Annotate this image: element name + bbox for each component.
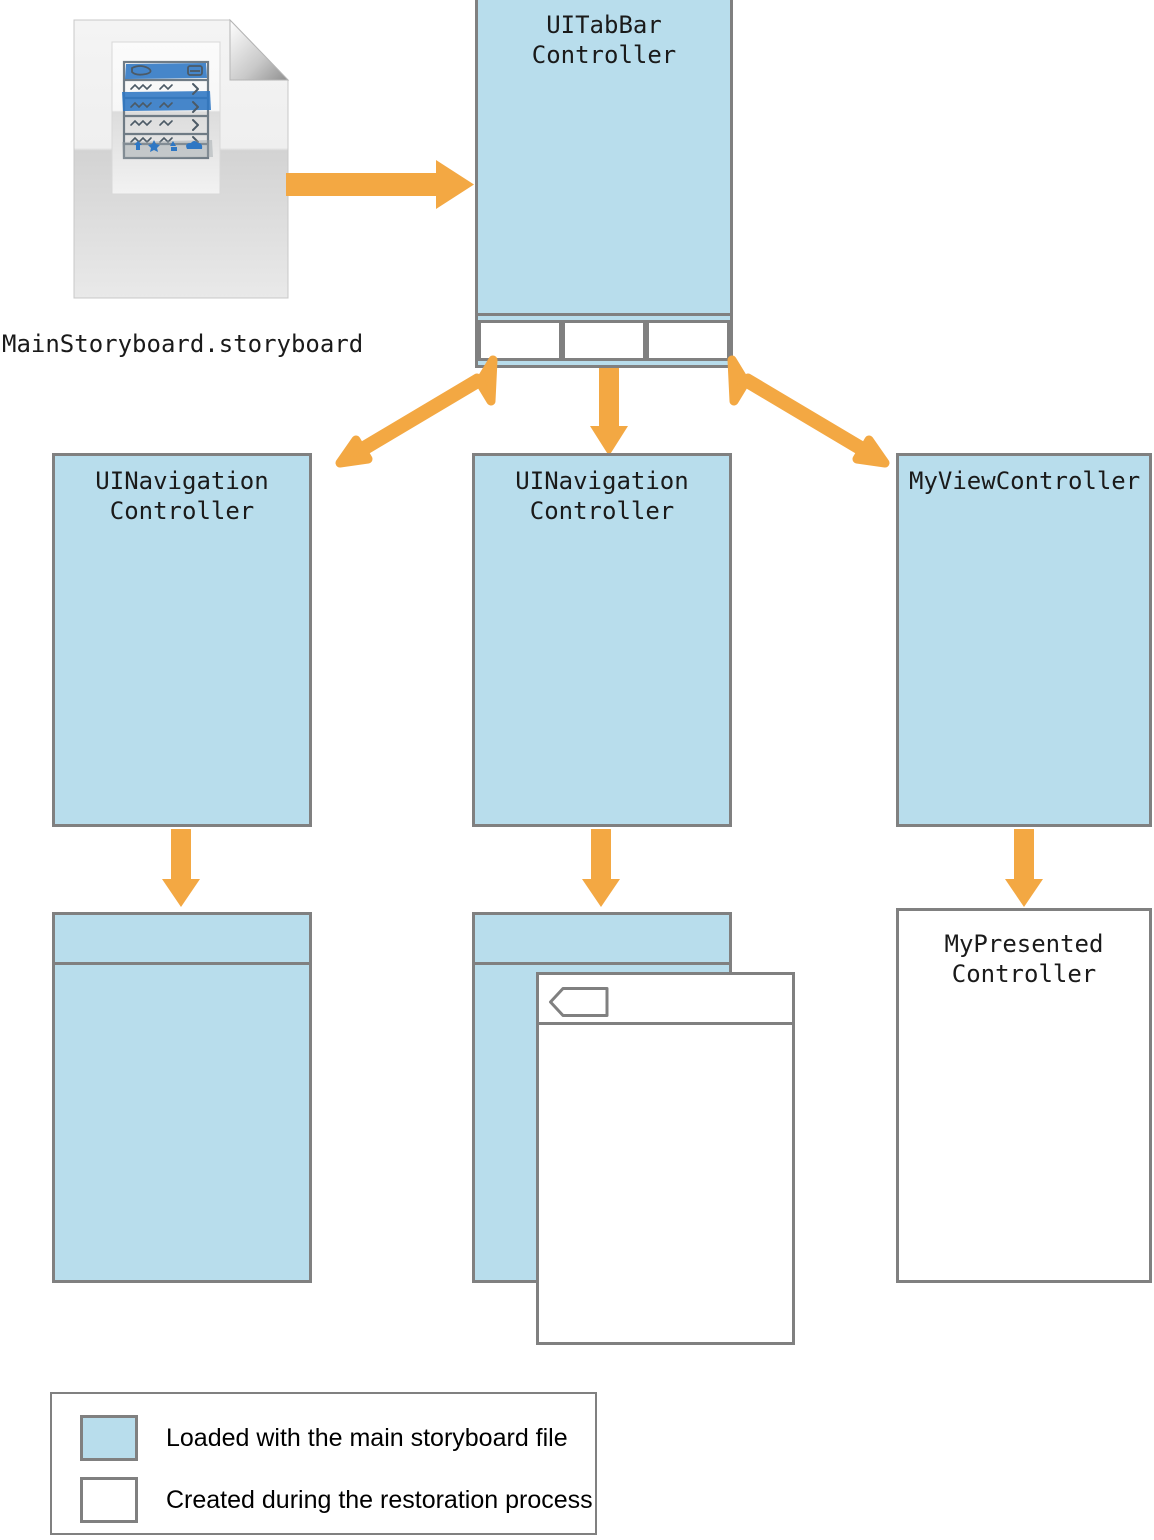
arrow-storyboard-to-tabbar — [286, 160, 474, 209]
uinavigationcontroller-1-box[interactable]: UINavigation Controller — [52, 453, 312, 827]
nav1-root-scene-box[interactable] — [52, 912, 312, 1283]
arrow-tabbar-to-myviewcontroller — [727, 355, 890, 468]
uinavigationcontroller-2-box[interactable]: UINavigation Controller — [472, 453, 732, 827]
uitabbarcontroller-title: UITabBar Controller — [531, 11, 677, 69]
arrow-nav1-to-root-scene — [162, 829, 200, 907]
arrow-myviewcontroller-to-mypresented — [1005, 829, 1043, 907]
pushed-scene-box[interactable] — [536, 972, 795, 1345]
storyboard-icon-svg — [73, 18, 290, 299]
uinavigationcontroller-1-title: UINavigation Controller — [95, 467, 269, 525]
legend-label-restored: Created during the restoration process — [166, 1485, 593, 1514]
nav2-root-scene-navbar — [475, 915, 729, 965]
uinavigationcontroller-2-title: UINavigation Controller — [515, 467, 689, 525]
nav1-root-scene-navbar — [55, 915, 309, 965]
back-button-icon[interactable] — [549, 986, 613, 1018]
mypresentedcontroller-title: MyPresented Controller — [944, 930, 1104, 988]
tab-item-3[interactable] — [646, 320, 730, 361]
arrow-nav2-to-root-scene — [582, 829, 620, 907]
legend-item-storyboard: Loaded with the main storyboard file — [80, 1415, 568, 1461]
legend-swatch-restored — [80, 1477, 138, 1523]
tab-bar — [478, 313, 730, 365]
legend-item-restored: Created during the restoration process — [80, 1477, 593, 1523]
storyboard-file-caption: MainStoryboard.storyboard — [2, 330, 364, 358]
legend: Loaded with the main storyboard file Cre… — [50, 1392, 597, 1535]
mypresentedcontroller-box[interactable]: MyPresented Controller — [896, 908, 1152, 1283]
storyboard-document-icon — [72, 18, 290, 300]
legend-swatch-storyboard — [80, 1415, 138, 1461]
tab-item-2[interactable] — [562, 320, 646, 361]
myviewcontroller-box[interactable]: MyViewController — [896, 453, 1152, 827]
myviewcontroller-title: MyViewController — [909, 467, 1141, 495]
arrow-tabbar-to-nav1 — [335, 355, 498, 468]
tab-item-1[interactable] — [478, 320, 562, 361]
pushed-scene-navbar — [539, 975, 792, 1025]
uitabbarcontroller-box[interactable]: UITabBar Controller — [475, 0, 733, 368]
arrow-tabbar-to-nav2 — [590, 368, 628, 456]
legend-label-storyboard: Loaded with the main storyboard file — [166, 1423, 568, 1452]
